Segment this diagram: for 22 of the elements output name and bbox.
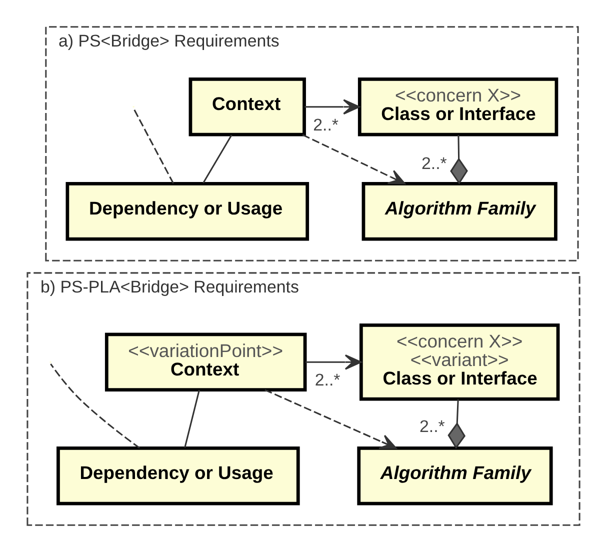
arrow [302,134,405,184]
edge-label: 2..* [418,417,444,436]
node-box: Algorithm Family [361,182,557,241]
connector [202,134,232,184]
connector [447,399,466,449]
node-box: <<variationPoint>> Context [104,332,306,392]
edge-label: 2..* [314,370,340,390]
arrow [264,389,396,449]
node-box: <<concern X>> <<variant>> Class or Interface [358,324,560,401]
arrow [304,99,360,115]
node-box: Context [188,77,306,136]
connector [450,135,468,184]
edge-label: 2..* [421,154,446,174]
node-box: Dependency or Usage [65,182,309,241]
edge-label: 2..* [312,115,338,134]
node-box: Dependency or Usage [56,446,300,506]
connector [184,390,200,448]
node-box: Algorithm Family [356,446,552,506]
node-box: <<concern X>> Class or Interface [357,77,558,136]
arrow [304,354,362,370]
connector [50,363,140,449]
connector [132,108,174,184]
